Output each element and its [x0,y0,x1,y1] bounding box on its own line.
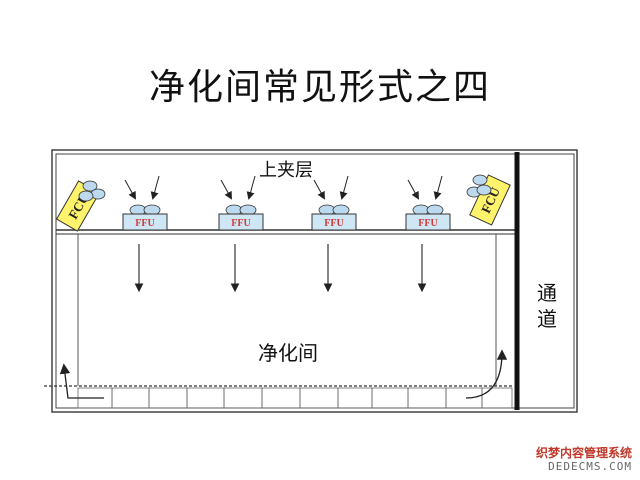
floor-cell [445,387,483,409]
floor-cell [261,387,301,409]
page-title: 净化间常见形式之四 [148,67,491,108]
ffu-label: FFU [418,218,437,229]
fcu-right-fans [466,174,492,198]
inflow-arrow [246,175,256,200]
inflow-arrow [313,179,325,200]
outer-frame [51,149,578,413]
floor-cell [299,387,339,409]
fcu-left-fans [78,180,106,202]
inflow-arrow [220,179,232,200]
corridor-label-2: 道 [537,307,557,331]
plenum-label: 上夹层 [259,160,313,181]
floor-grating [77,387,513,409]
ffu-unit: FFU [218,175,264,293]
ffu-box [122,213,168,231]
ffu-units: FFU FFU FFU FFU [122,175,451,293]
floor-cell [186,387,225,409]
return-arrow-right [465,349,508,399]
clean-room-label: 净化间 [258,341,318,365]
floor-cell [111,387,150,409]
ffu-unit: FFU [311,175,357,293]
ffu-box [311,213,357,231]
ffu-label: FFU [135,218,154,229]
floor-cell [337,387,373,409]
ffu-unit: FFU [122,175,168,293]
floor-cell [407,387,447,409]
inflow-arrow [124,179,136,200]
floor-cell [371,387,409,409]
floor-cell [148,387,188,409]
inflow-arrow [150,175,160,200]
fcu-right: FCU [469,174,511,226]
return-arrow-left [59,363,104,399]
inflow-arrow [407,179,419,200]
ffu-box [218,213,264,231]
inflow-arrow [433,175,443,200]
floor-cell [223,387,263,409]
ffu-box [405,213,451,231]
watermark-line2: DEDECMS.COM [548,460,632,473]
ffu-label: FFU [324,218,343,229]
inflow-arrow [339,175,349,200]
ffu-label: FFU [231,218,250,229]
floor-cell [481,387,513,409]
ffu-unit: FFU [405,175,451,293]
corridor-label-1: 通 [537,281,557,305]
watermark-line1: 织梦内容管理系统 [535,446,632,460]
